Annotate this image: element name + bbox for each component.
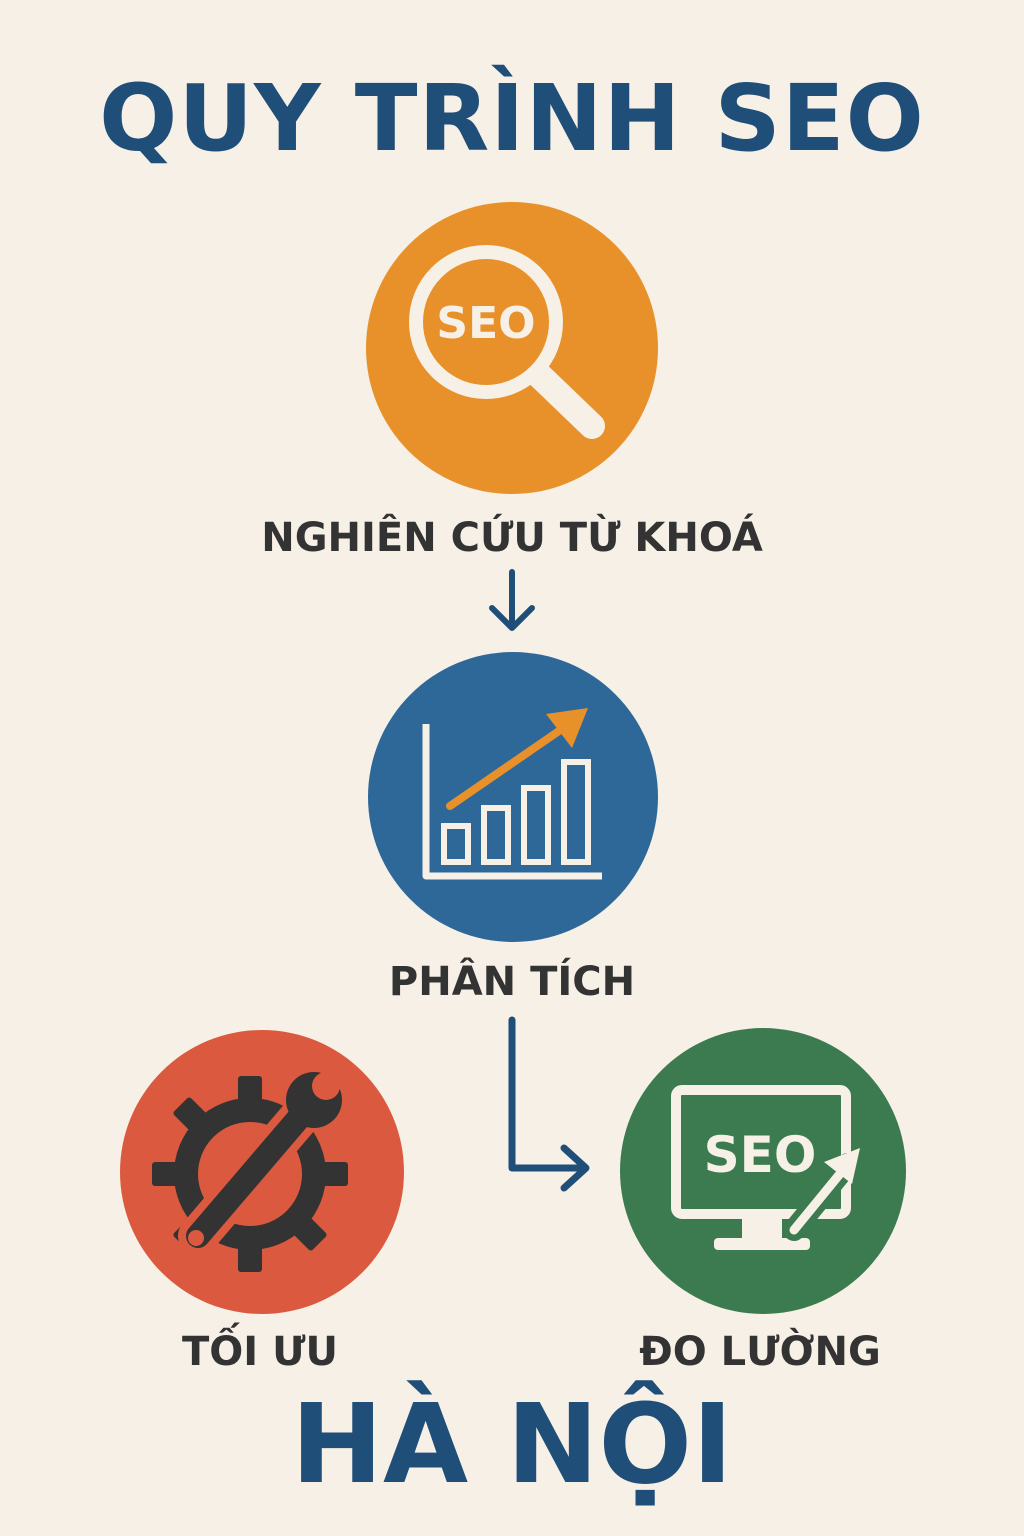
arrow-down-right bbox=[508, 1016, 590, 1192]
footer-location: HÀ NỘI bbox=[291, 1380, 733, 1508]
step-measure-circle: SEO bbox=[620, 1028, 906, 1314]
monitor-seo-icon: SEO bbox=[671, 1085, 860, 1250]
step-keyword-research-circle: SEO bbox=[366, 202, 658, 494]
step-1-badge-text: SEO bbox=[436, 298, 535, 349]
growth-bar-chart-icon bbox=[422, 708, 602, 880]
step-4-badge-text: SEO bbox=[704, 1126, 817, 1184]
page-title: QUY TRÌNH SEO bbox=[99, 65, 925, 172]
magnifier-seo-icon: SEO bbox=[409, 245, 605, 439]
step-label-optimize: TỐI ƯU bbox=[182, 1329, 338, 1375]
step-label-keyword-research: NGHIÊN CỨU TỪ KHOÁ bbox=[261, 515, 763, 561]
gear-wrench-icon bbox=[152, 1072, 348, 1272]
step-label-analysis: PHÂN TÍCH bbox=[388, 959, 636, 1005]
step-analysis-circle bbox=[368, 652, 658, 942]
step-optimize-circle bbox=[120, 1030, 404, 1314]
arrow-down bbox=[489, 569, 535, 631]
step-label-measure: ĐO LƯỜNG bbox=[639, 1329, 881, 1375]
